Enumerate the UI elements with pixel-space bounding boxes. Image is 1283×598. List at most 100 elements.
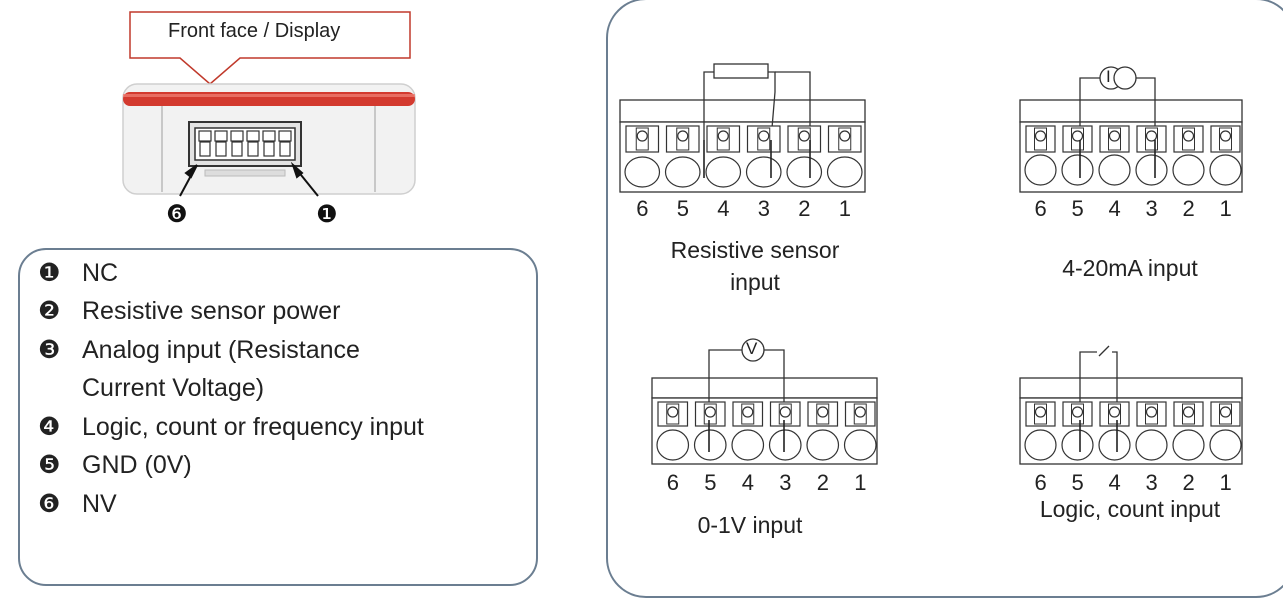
pin-label: 2 <box>798 196 811 221</box>
terminal-screw <box>704 406 716 418</box>
terminal-screw <box>1219 130 1232 142</box>
terminal-screw-slot <box>676 127 690 151</box>
terminal-screw <box>1182 130 1195 142</box>
terminal-screw-slot <box>741 403 755 425</box>
pin-label: 6 <box>636 196 649 221</box>
legend-box <box>18 248 538 586</box>
legend-num: ❸ <box>38 336 61 364</box>
pin-label: 5 <box>1071 470 1084 495</box>
terminal-clamp <box>843 429 877 461</box>
wire-leads <box>703 140 1156 452</box>
terminal-screw <box>667 406 679 418</box>
terminal-clamp <box>1098 154 1131 186</box>
terminal-screw <box>636 130 648 142</box>
terminal-screw <box>1071 130 1084 142</box>
marker-6: ❻ <box>166 201 188 228</box>
terminal-screw-slot <box>1071 403 1084 425</box>
caption-voltage: 0-1V input <box>697 512 803 538</box>
legend-text: NV <box>82 490 117 518</box>
terminal-screw-slot <box>838 127 852 151</box>
terminal-screw <box>779 406 791 418</box>
terminal-screw <box>1034 130 1047 142</box>
legend-item-2: ❷ Resistive sensor power <box>38 295 340 327</box>
terminal-screw-slot <box>1219 127 1232 151</box>
legend-text: Resistive sensor power <box>82 297 341 325</box>
terminal-clamp <box>1209 429 1242 461</box>
pin-label: 3 <box>779 470 792 495</box>
caption-resistive: Resistive sensor input <box>640 234 870 298</box>
legend-item-6: ❻ NV <box>38 488 117 520</box>
pin-label: 2 <box>1182 196 1195 221</box>
terminal-clamp <box>731 429 765 461</box>
caption-resistive-line1: Resistive sensor <box>670 237 840 263</box>
terminal-block-resistive <box>619 99 866 193</box>
terminal-screw <box>742 406 754 418</box>
pin-label: 4 <box>1108 196 1121 221</box>
terminal-screw-slot <box>778 403 792 425</box>
terminal-screw-slot <box>1219 403 1232 425</box>
terminal-blocks <box>624 125 1242 461</box>
pin-arrows <box>179 161 319 197</box>
terminal-clamp <box>705 156 742 188</box>
legend-item-3: ❸ Analog input (Resistance <box>38 334 360 366</box>
marker-1: ❶ <box>316 201 338 228</box>
terminal-clamp <box>745 156 782 188</box>
terminal-clamp <box>768 429 802 461</box>
terminal-clamp <box>1172 154 1205 186</box>
pin-label: 2 <box>1182 470 1195 495</box>
terminal-screw-slot <box>853 403 867 425</box>
terminal-screw-slot <box>666 403 680 425</box>
current-source-symbol <box>1079 66 1156 140</box>
pin-label: 1 <box>838 196 851 221</box>
terminal-slot <box>1210 125 1241 153</box>
terminal-clamp <box>806 429 840 461</box>
terminal-clamp <box>1098 429 1131 461</box>
terminal-screw <box>1108 130 1121 142</box>
legend-num: ❷ <box>38 297 61 325</box>
terminal-screw <box>717 130 729 142</box>
pin-label: 4 <box>741 470 754 495</box>
terminal-screw <box>1071 406 1084 418</box>
terminal-screw-slot <box>1108 127 1121 151</box>
front-face-callout <box>129 11 411 85</box>
current-symbol-label: I <box>1106 67 1111 86</box>
terminal-block-current <box>1019 99 1243 193</box>
pin-label: 1 <box>854 470 867 495</box>
terminal-screw <box>798 130 810 142</box>
terminal-screw <box>817 406 829 418</box>
terminal-clamp <box>1135 154 1168 186</box>
terminal-clamp <box>786 156 823 188</box>
pin-label: 5 <box>676 196 689 221</box>
front-face-label: Front face / Display <box>168 20 341 42</box>
pin-label: 4 <box>1108 470 1121 495</box>
terminal-screw <box>677 130 689 142</box>
pin-label: 3 <box>757 196 770 221</box>
terminal-clamp <box>624 156 661 188</box>
legend-text: Analog input (Resistance <box>82 336 360 364</box>
terminal-screw-slot <box>703 403 717 425</box>
legend-num: ❻ <box>38 490 61 518</box>
terminal-screw-slot <box>816 403 830 425</box>
terminal-clamp <box>1209 154 1242 186</box>
voltmeter-symbol <box>708 338 785 420</box>
terminal-clamp <box>656 429 690 461</box>
caption-current: 4-20mA input <box>1062 255 1198 281</box>
legend-item-3b: Current Voltage) <box>38 372 264 404</box>
terminal-clamp <box>1172 429 1205 461</box>
pin-label: 3 <box>1145 470 1158 495</box>
terminal-screw-slot <box>1071 127 1084 151</box>
terminal-clamp <box>664 156 701 188</box>
legend-text: Logic, count or frequency input <box>82 413 424 441</box>
terminal-screw-slot <box>1182 403 1195 425</box>
terminal-screw-slot <box>1034 403 1047 425</box>
pin-label: 3 <box>1145 196 1158 221</box>
terminal-clamp <box>1024 429 1057 461</box>
terminal-screw <box>1034 406 1047 418</box>
legend-text: GND (0V) <box>82 451 192 479</box>
terminal-clamp <box>826 156 863 188</box>
terminal-screw-slot <box>797 127 811 151</box>
legend-num: ❶ <box>38 259 61 287</box>
voltage-symbol-label: V <box>746 339 758 358</box>
